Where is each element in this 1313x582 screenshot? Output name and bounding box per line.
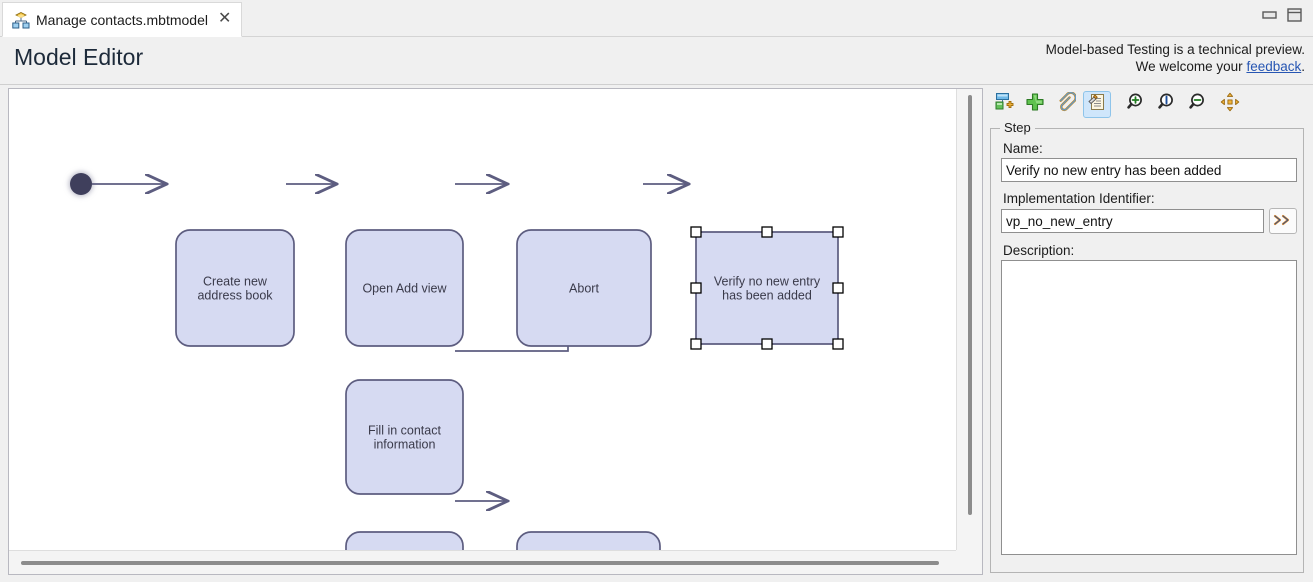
zoom-out-button[interactable] — [1185, 91, 1213, 118]
node-confirm[interactable]: Confirm — [345, 531, 464, 552]
node-label: Create new — [203, 275, 268, 289]
paperclip-icon — [1056, 91, 1077, 117]
tab-bar: Manage contacts.mbtmodel ✕ — [0, 0, 1313, 37]
description-textarea[interactable] — [1001, 260, 1297, 555]
selection-handle-1[interactable] — [761, 226, 773, 238]
properties-document-icon — [1087, 92, 1107, 117]
node-label: Abort — [569, 282, 599, 296]
node-abort[interactable]: Abort — [516, 229, 652, 347]
name-input[interactable] — [1001, 158, 1297, 182]
add-step-icon — [994, 92, 1014, 117]
selection-handle-2[interactable] — [832, 226, 844, 238]
node-label: information — [374, 438, 436, 452]
minimize-icon[interactable] — [1259, 6, 1281, 29]
pan-button[interactable] — [1216, 91, 1244, 118]
double-chevron-right-icon — [1273, 214, 1293, 229]
canvas-vertical-scrollbar[interactable] — [956, 89, 982, 552]
node-label: Verify no new entry — [714, 275, 821, 289]
implementation-identifier-label: Implementation Identifier: — [1003, 191, 1155, 206]
properties-button[interactable] — [1083, 90, 1111, 118]
start-node[interactable] — [69, 172, 93, 196]
selection-handle-4[interactable] — [832, 282, 844, 294]
selection-handle-6[interactable] — [761, 338, 773, 350]
step-group: Step Name: Implementation Identifier: — [990, 120, 1304, 573]
selection-handle-5[interactable] — [690, 338, 702, 350]
node-openadd[interactable]: Open Add view — [345, 229, 464, 347]
scrollbar-corner — [956, 550, 982, 574]
model-diagram-icon — [12, 11, 30, 29]
notice-line-1: Model-based Testing is a technical previ… — [1045, 42, 1305, 57]
node-label: Open Add view — [362, 282, 447, 296]
node-label: Fill in contact — [368, 424, 441, 438]
browse-button[interactable] — [1268, 208, 1297, 234]
notice-suffix: . — [1301, 59, 1305, 74]
zoom-in-button[interactable] — [1123, 91, 1151, 118]
page-title: Model Editor — [14, 44, 144, 70]
zoom-out-icon — [1189, 92, 1209, 117]
tab-title: Manage contacts.mbtmodel — [36, 11, 208, 28]
step-group-title: Step — [1000, 120, 1035, 135]
node-label: address book — [197, 289, 273, 303]
name-label: Name: — [1003, 141, 1043, 156]
link-button[interactable] — [1052, 91, 1080, 118]
selection-handle-7[interactable] — [832, 338, 844, 350]
zoom-reset-button[interactable] — [1154, 91, 1182, 118]
canvas-horizontal-scrollbar[interactable] — [9, 550, 957, 574]
move-arrows-icon — [1220, 92, 1240, 117]
notice-line-2: We welcome your feedback. — [1046, 58, 1305, 75]
zoom-in-icon — [1127, 92, 1147, 117]
selection-handle-0[interactable] — [690, 226, 702, 238]
notice-prefix: We welcome your — [1135, 59, 1247, 74]
vertical-scroll-thumb[interactable] — [968, 95, 972, 515]
editor-header: Model Editor Model-based Testing is a te… — [0, 37, 1313, 85]
node-label: has been added — [722, 289, 812, 303]
add-button[interactable] — [1021, 91, 1049, 118]
tab-manage-contacts[interactable]: Manage contacts.mbtmodel ✕ — [2, 2, 243, 37]
feedback-link[interactable]: feedback — [1246, 59, 1302, 74]
close-icon[interactable]: ✕ — [217, 9, 232, 27]
zoom-100-icon — [1158, 92, 1178, 117]
preview-notice: Model-based Testing is a technical previ… — [1046, 41, 1305, 75]
selection-handle-3[interactable] — [690, 282, 702, 294]
maximize-icon[interactable] — [1283, 6, 1305, 29]
horizontal-scroll-thumb[interactable] — [21, 561, 939, 565]
green-plus-icon — [1025, 92, 1045, 117]
properties-toolbar — [988, 88, 1306, 120]
description-label: Description: — [1003, 243, 1075, 258]
add-step-button[interactable] — [990, 91, 1018, 118]
properties-panel: Step Name: Implementation Identifier: — [988, 88, 1306, 575]
implementation-identifier-input[interactable] — [1001, 209, 1264, 233]
